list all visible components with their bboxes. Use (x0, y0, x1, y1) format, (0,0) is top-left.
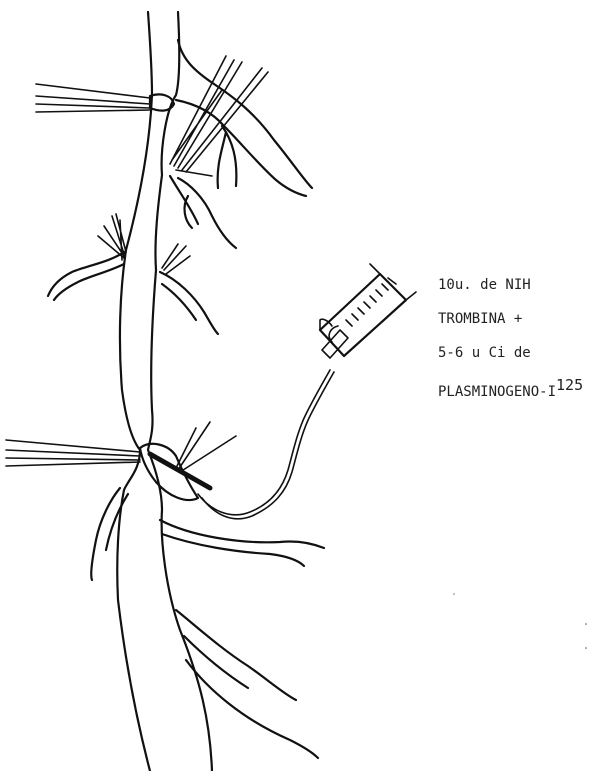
lower-left-branch (91, 488, 128, 580)
upper-right-branch (178, 40, 312, 188)
speck (585, 623, 587, 625)
right-mid-threads (162, 244, 190, 274)
annotation-line-1: 10u. de NIH (438, 278, 531, 292)
syringe (320, 264, 416, 358)
main-vessel-right-wall (148, 12, 212, 771)
lower-cannula (6, 440, 140, 466)
annotation-line-4-superscript: 125 (556, 376, 583, 394)
catheter-tube (198, 370, 330, 515)
annotation-line-4-base: PLASMINOGENO-I (438, 384, 556, 400)
speck (453, 593, 455, 595)
speck (585, 647, 587, 649)
right-mid-branch (160, 272, 218, 334)
top-cannula (36, 84, 150, 112)
annotation-line-3: 5-6 u Ci de (438, 346, 531, 360)
lower-right-sub-branch (176, 610, 296, 700)
annotation-line-4: PLASMINOGENO-I125 (438, 384, 583, 399)
mid-right-branch (170, 176, 236, 248)
lower-right-branch (160, 520, 324, 566)
main-vessel-left-wall (117, 12, 152, 771)
left-branch (48, 252, 124, 300)
annotation-line-2: TROMBINA + (438, 312, 522, 326)
left-ligature-threads (98, 214, 126, 260)
lower-ligature-threads (176, 422, 236, 472)
top-ligature-node (150, 94, 174, 110)
